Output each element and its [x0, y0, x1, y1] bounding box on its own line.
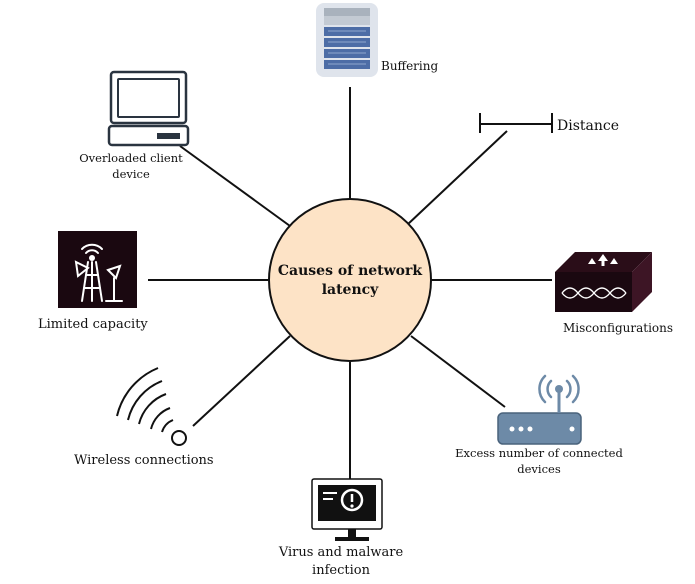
virus-line1: Virus and malware: [278, 545, 404, 560]
network-switch-icon: [555, 252, 652, 312]
center-hub-label: Causes of network latency: [270, 262, 430, 300]
label-distance: Distance: [557, 118, 620, 134]
label-overloaded-client: Overloaded client device: [70, 151, 192, 182]
label-limited-capacity: Limited capacity: [38, 317, 148, 332]
excess-devices-line2: devices: [517, 461, 561, 476]
server-stack-icon: [316, 3, 378, 77]
spokes: [148, 87, 552, 485]
label-wireless: Wireless connections: [74, 453, 214, 468]
excess-devices-line1: Excess number of connected: [455, 446, 623, 460]
virus-line2: infection: [312, 562, 370, 578]
overloaded-line1: Overloaded client: [79, 151, 183, 165]
spoke-distance: [406, 130, 508, 226]
spoke-wireless: [192, 335, 291, 427]
infected-monitor-icon: [311, 478, 383, 541]
center-label-line2: latency: [321, 281, 379, 298]
label-buffering: Buffering: [381, 59, 439, 73]
label-excess-devices: Excess number of connected devices: [448, 446, 630, 477]
antenna-tower-icon: [58, 231, 137, 308]
spoke-excess-devices: [410, 335, 506, 408]
wireless-signal-icon: [116, 367, 187, 446]
label-misconfigurations: Misconfigurations: [563, 321, 674, 335]
label-virus: Virus and malware infection: [266, 544, 416, 579]
wifi-router-icon: [497, 374, 582, 445]
overloaded-line2: device: [112, 166, 150, 181]
center-label-line1: Causes of network: [277, 263, 423, 279]
computer-terminal-icon: [107, 70, 190, 147]
center-hub: [268, 198, 432, 362]
ruler-icon: [479, 113, 553, 133]
spoke-overloaded-client: [179, 145, 291, 227]
